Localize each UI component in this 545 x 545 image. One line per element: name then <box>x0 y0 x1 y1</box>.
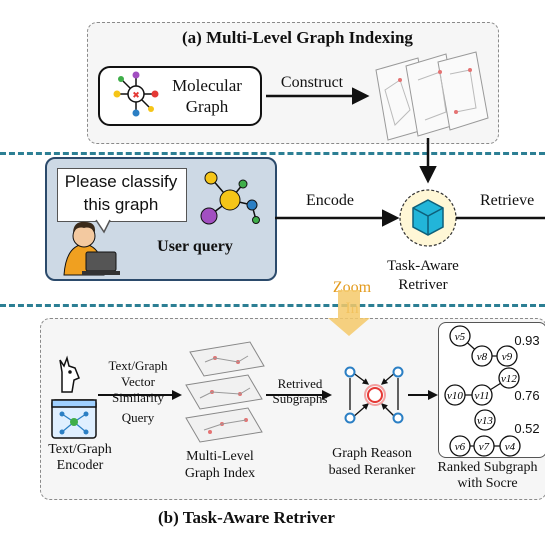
node-v5 <box>449 325 471 347</box>
encoder-icon <box>51 399 97 439</box>
molecular-graph-label-1: Molecular <box>172 76 242 95</box>
construct-label: Construct <box>280 74 344 91</box>
node-label-v4: v4 <box>505 441 516 453</box>
query-label-3: Similarity <box>112 390 164 405</box>
encoder-label-1: Text/Graph <box>48 442 112 457</box>
query-label-2: Vector <box>121 374 155 389</box>
ranked-label-1: Ranked Subgraph <box>437 460 538 475</box>
node-label-v6: v6 <box>455 441 466 453</box>
molecular-graph-box <box>98 66 262 126</box>
node-v4 <box>499 435 521 457</box>
retriever-label-1: Task-Aware <box>387 258 459 274</box>
user-query-label: User query <box>157 238 233 255</box>
score-2: 0.76 <box>514 388 540 403</box>
node-v11 <box>471 384 493 406</box>
reranker-label-2: based Reranker <box>328 463 416 478</box>
retriever-icon <box>399 189 457 247</box>
node-label-v9: v9 <box>502 351 513 363</box>
retrieve-label: Retrieve <box>480 192 535 209</box>
divider-top <box>0 152 545 155</box>
multi-level-graph-index-icon <box>185 341 265 443</box>
node-label-v5: v5 <box>455 331 466 343</box>
speech-bubble <box>57 168 187 222</box>
user-avatar-icon <box>63 221 120 276</box>
reranker-icon <box>344 366 404 424</box>
query-graph-icon <box>200 171 260 225</box>
graph-sheets-icon <box>375 51 489 141</box>
molecular-graph-label-2: Graph <box>185 97 229 116</box>
bubble-text-2: this graph <box>83 195 159 214</box>
score-3: 0.52 <box>514 421 540 436</box>
node-v6 <box>449 435 471 457</box>
node-label-v12: v12 <box>501 373 517 385</box>
ranked-label-2: with Socre <box>457 476 518 491</box>
node-label-v8: v8 <box>477 351 488 363</box>
node-label-v10: v10 <box>447 390 463 402</box>
reranker-label-1: Graph Reason <box>332 446 412 461</box>
node-v7 <box>473 435 495 457</box>
zoom-in-arrow <box>328 290 370 336</box>
encode-label: Encode <box>306 192 354 209</box>
svg-text:✖: ✖ <box>132 90 140 100</box>
node-label-v13: v13 <box>477 415 493 427</box>
section-b-title: (b) Task-Aware Retriver <box>158 508 335 527</box>
retrived-label-1: Retrived <box>277 376 323 391</box>
divider-bottom <box>0 304 545 307</box>
node-v10 <box>444 384 466 406</box>
ranked-subgraph-nodes: v5 v8 v9 v12 v10 v11 v13 v6 v7 v4 <box>444 325 521 457</box>
query-label-4: Query <box>121 410 155 425</box>
retriever-label-2: Retriver <box>398 277 448 293</box>
index-label-1: Multi-Level <box>186 449 254 464</box>
node-label-v7: v7 <box>479 441 490 453</box>
node-v8 <box>471 345 493 367</box>
index-label-2: Graph Index <box>184 466 256 481</box>
node-v9 <box>496 345 518 367</box>
bubble-tail <box>95 219 111 234</box>
query-label-1: Text/Graph <box>108 358 168 373</box>
section-a-title: (a) Multi-Level Graph Indexing <box>182 28 413 47</box>
node-v12 <box>498 367 520 389</box>
bubble-text-1: Please classify <box>64 172 178 191</box>
llama-icon <box>59 355 80 393</box>
molecule-icon: ✖ <box>113 71 159 117</box>
node-label-v11: v11 <box>474 390 489 402</box>
encoder-label-2: Encoder <box>56 458 104 473</box>
node-v13 <box>474 409 496 431</box>
score-1: 0.93 <box>514 333 540 348</box>
